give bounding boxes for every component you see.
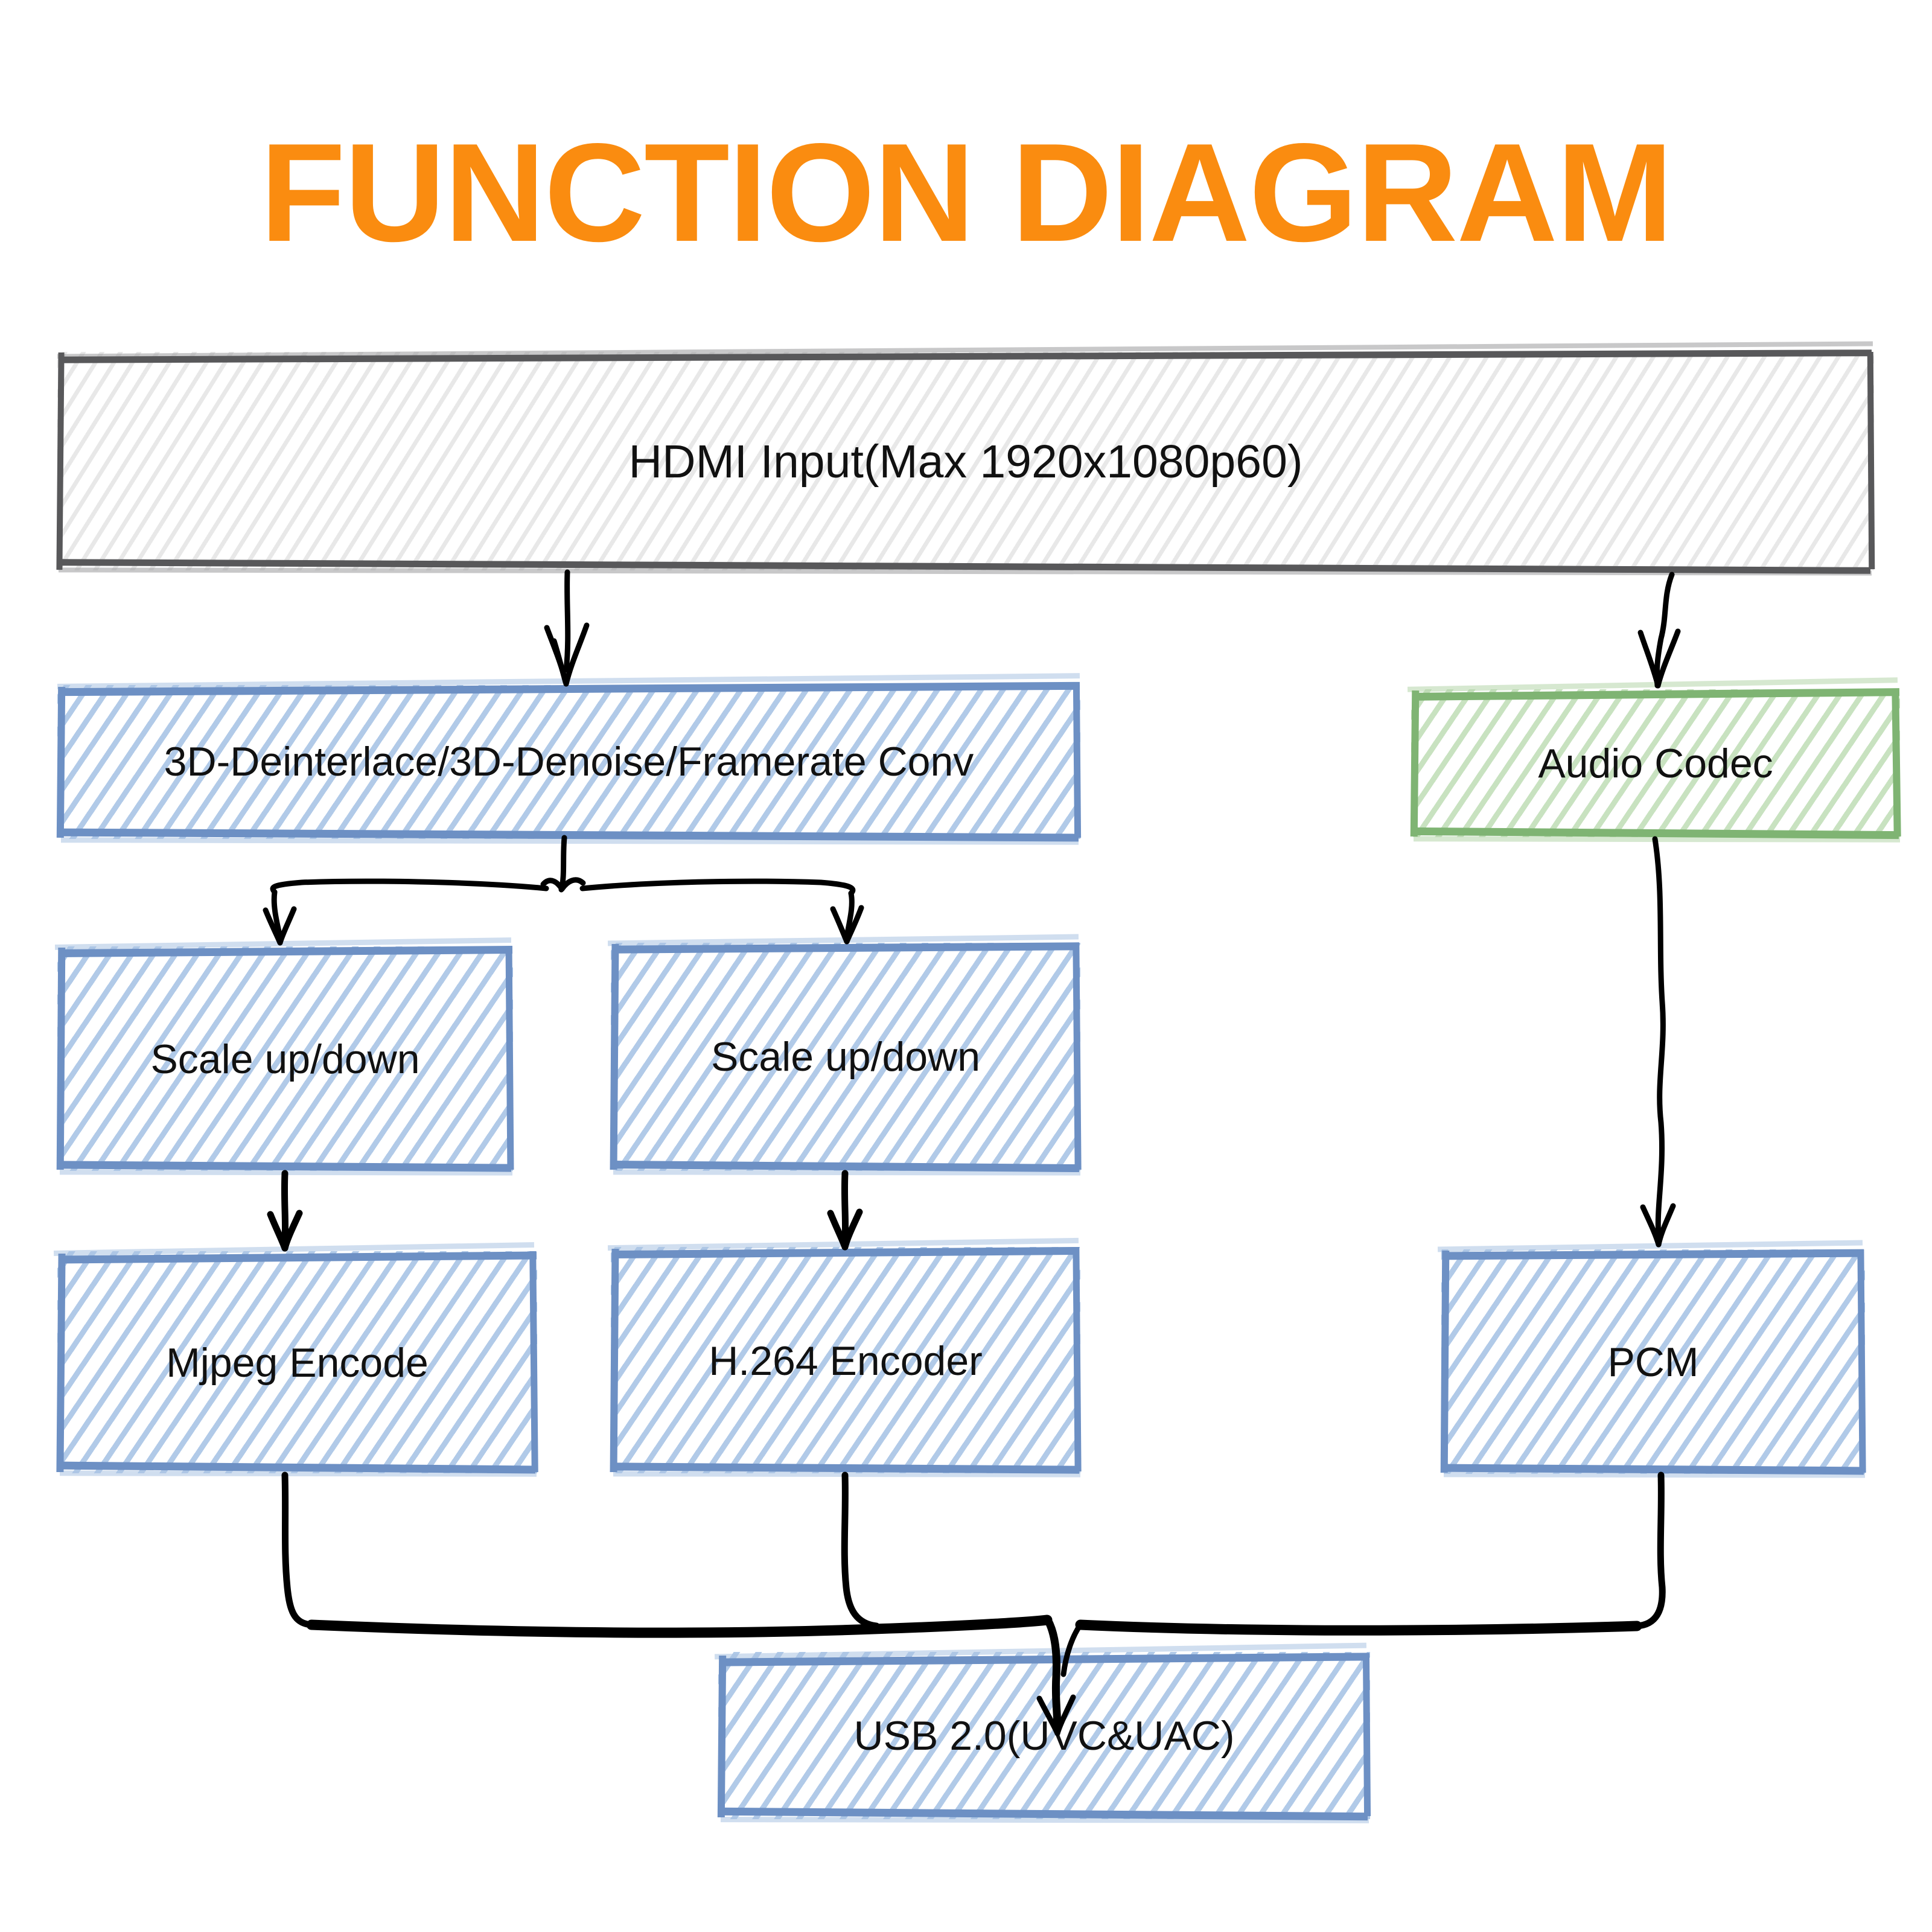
edge-hdmi-to-video-process <box>544 569 590 687</box>
node-label: PCM <box>1607 1339 1699 1385</box>
node-fill <box>1411 689 1900 837</box>
edge-scale-right-to-h264 <box>827 1170 863 1251</box>
node-label: Scale up/down <box>150 1036 420 1082</box>
node-label: Mjpeg Encode <box>166 1340 429 1386</box>
node-hdmi-input[interactable]: HDMI Input(Max 1920x1080p60) <box>56 341 1875 576</box>
edge-mjpeg-to-usb <box>281 1471 315 1628</box>
node-h264-encoder[interactable]: H.264 Encoder <box>607 1237 1082 1478</box>
node-fill <box>57 1251 537 1473</box>
node-usb-output[interactable]: USB 2.0(UVC&UAC) <box>715 1642 1371 1823</box>
edge-video-process-split <box>263 835 864 946</box>
edge-audio-codec-to-pcm <box>1640 836 1676 1248</box>
node-label: H.264 Encoder <box>709 1338 983 1384</box>
node-fill <box>57 946 513 1171</box>
node-pcm[interactable]: PCM <box>1437 1240 1866 1478</box>
edge-hdmi-to-audio-codec <box>1637 572 1681 689</box>
node-scale-right[interactable]: Scale up/down <box>607 934 1082 1176</box>
node-audio-codec[interactable]: Audio Codec <box>1407 677 1901 843</box>
edge-scale-left-to-mjpeg <box>267 1170 303 1252</box>
node-label: Audio Codec <box>1538 741 1773 786</box>
node-mjpeg-encode[interactable]: Mjpeg Encode <box>53 1242 538 1477</box>
edge-pcm-to-usb <box>1633 1471 1666 1630</box>
page-title: FUNCTION DIAGRAM <box>260 115 1673 271</box>
node-fill <box>57 352 1874 570</box>
node-fill <box>611 943 1080 1171</box>
node-scale-left[interactable]: Scale up/down <box>54 937 514 1176</box>
edge-h264-to-usb <box>841 1471 880 1630</box>
node-video-process[interactable]: 3D-Deinterlace/3D-Denoise/Framerate Conv <box>56 673 1082 845</box>
node-fill <box>57 685 1080 839</box>
node-fill <box>1441 1249 1865 1474</box>
node-label: HDMI Input(Max 1920x1080p60) <box>628 436 1303 488</box>
node-label: 3D-Deinterlace/3D-Denoise/Framerate Conv <box>164 739 974 785</box>
node-fill <box>611 1247 1080 1473</box>
merge-bus <box>306 1615 1642 1638</box>
node-label: Scale up/down <box>710 1034 981 1080</box>
node-label: USB 2.0(UVC&UAC) <box>853 1713 1235 1759</box>
